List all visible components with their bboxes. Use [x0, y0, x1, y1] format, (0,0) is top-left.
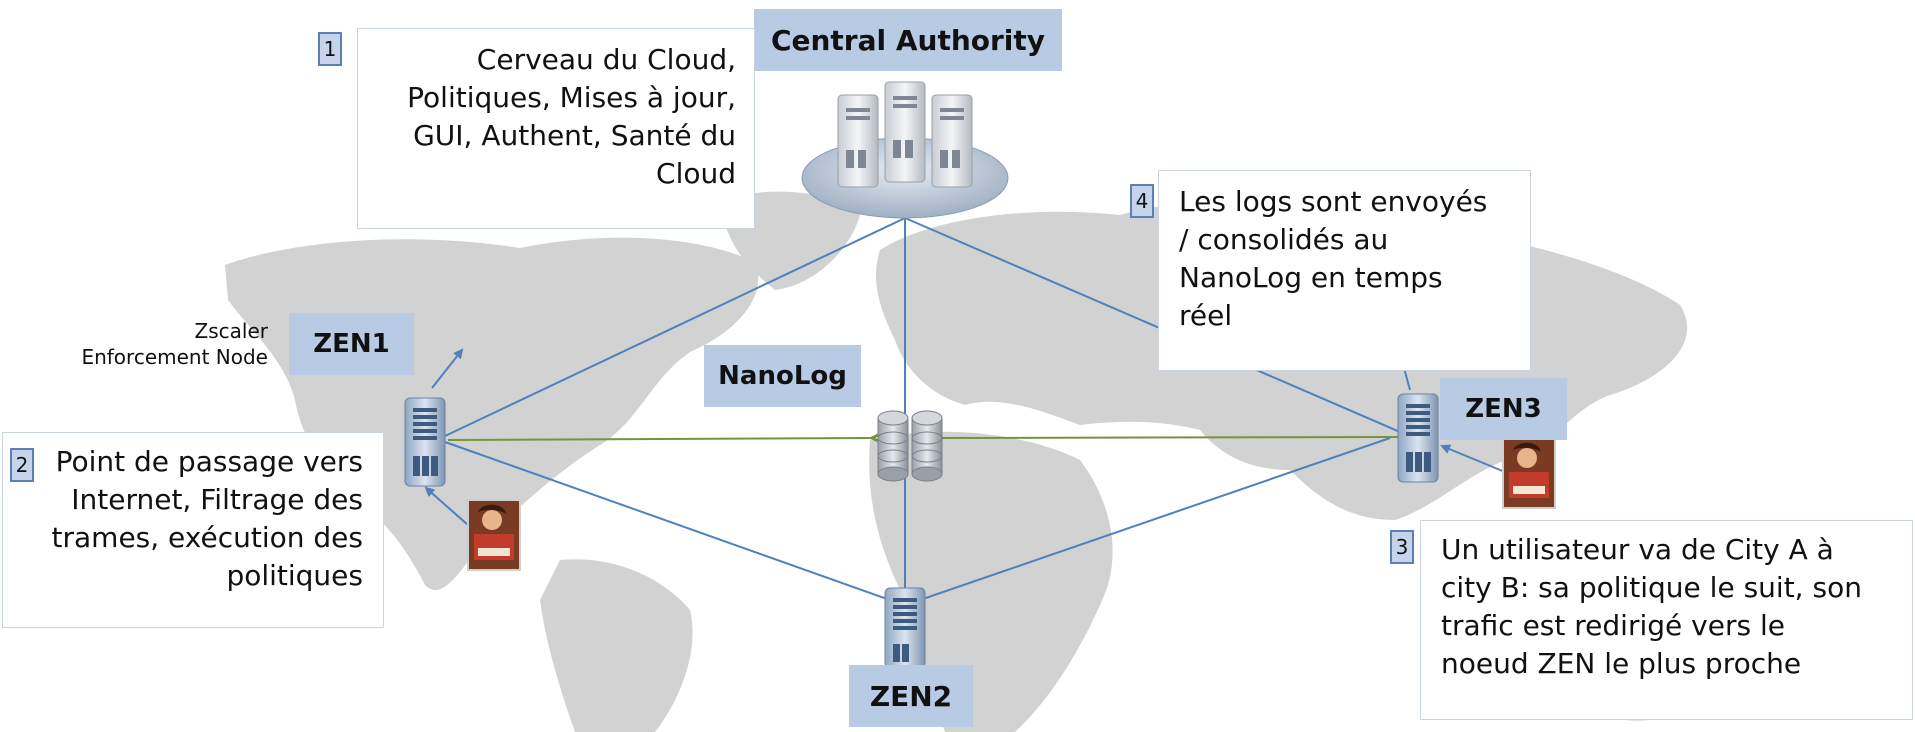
- zen3-node-icon: [1397, 393, 1439, 483]
- callout-1-box: Cerveau du Cloud, Politiques, Mises à jo…: [357, 28, 755, 229]
- callout-1-line: Cerveau du Cloud,: [476, 43, 736, 76]
- link-ca-zen3: [904, 217, 1401, 433]
- callout-4-number: 4: [1130, 184, 1154, 218]
- central-authority-label: Central Authority: [754, 9, 1062, 71]
- callout-3-number: 3: [1390, 530, 1414, 564]
- callout-3-box: Un utilisateur va de City A à city B: sa…: [1420, 520, 1913, 720]
- callout-3-line: trafic est redirigé vers le: [1441, 609, 1785, 643]
- zen1-node-icon: [404, 397, 446, 487]
- zen1-label: ZEN1: [289, 313, 414, 375]
- callout-2-line: trames, exécution des: [51, 521, 363, 555]
- callout-2-line: politiques: [226, 559, 363, 593]
- link-user1-zen1: [424, 486, 469, 526]
- callout-2-line: Internet, Filtrage des: [71, 483, 363, 517]
- link-ca-zen1: [444, 217, 906, 437]
- log-arrow-zen3: [942, 437, 1399, 438]
- callout-3-line: noeud ZEN le plus proche: [1441, 647, 1802, 681]
- map-south-america: [540, 559, 693, 732]
- link-zen1-up: [431, 348, 464, 389]
- nanolog-label: NanoLog: [704, 345, 861, 407]
- callout-4-line: NanoLog en temps: [1179, 261, 1443, 295]
- callout-3-line: Un utilisateur va de City A à: [1441, 533, 1834, 566]
- callout-4-box: Les logs sont envoyés / consolidés au Na…: [1158, 170, 1531, 371]
- log-arrow-zen1: [447, 438, 872, 440]
- callout-3-line: city B: sa politique le suit, son: [1441, 571, 1862, 605]
- callout-2-box: Point de passage vers Internet, Filtrage…: [2, 432, 384, 628]
- zen-caption-line-2: Enforcement Node: [81, 345, 268, 369]
- zen-caption: Zscaler Enforcement Node: [40, 318, 268, 370]
- zen-caption-line-1: Zscaler: [194, 319, 268, 343]
- central-authority-servers-icon: [801, 81, 1009, 219]
- callout-1-line: GUI, Authent, Santé du: [413, 119, 736, 153]
- callout-4-line: réel: [1179, 299, 1233, 333]
- callout-1-line: Cloud: [656, 157, 736, 191]
- callout-4-line: Les logs sont envoyés: [1179, 185, 1488, 218]
- map-greenland: [720, 191, 860, 290]
- link-user3-zen3: [1440, 444, 1506, 473]
- nanolog-database-icon: [877, 410, 943, 482]
- zen2-node-icon: [884, 587, 926, 669]
- zen3-label: ZEN3: [1440, 378, 1567, 440]
- link-zen3-zen2: [919, 437, 1391, 601]
- link-zen1-zen2: [444, 441, 891, 601]
- callout-4-line: / consolidés au: [1179, 223, 1389, 257]
- callout-2-line: Point de passage vers: [55, 445, 363, 478]
- zen2-label: ZEN2: [849, 665, 973, 727]
- callout-1-line: Politiques, Mises à jour,: [407, 81, 736, 115]
- map-africa: [869, 431, 1113, 732]
- user-photo-icon-1: [467, 499, 521, 571]
- user-photo-icon-3: [1502, 437, 1556, 509]
- callout-1-number: 1: [318, 32, 342, 66]
- callout-2-number: 2: [10, 448, 34, 482]
